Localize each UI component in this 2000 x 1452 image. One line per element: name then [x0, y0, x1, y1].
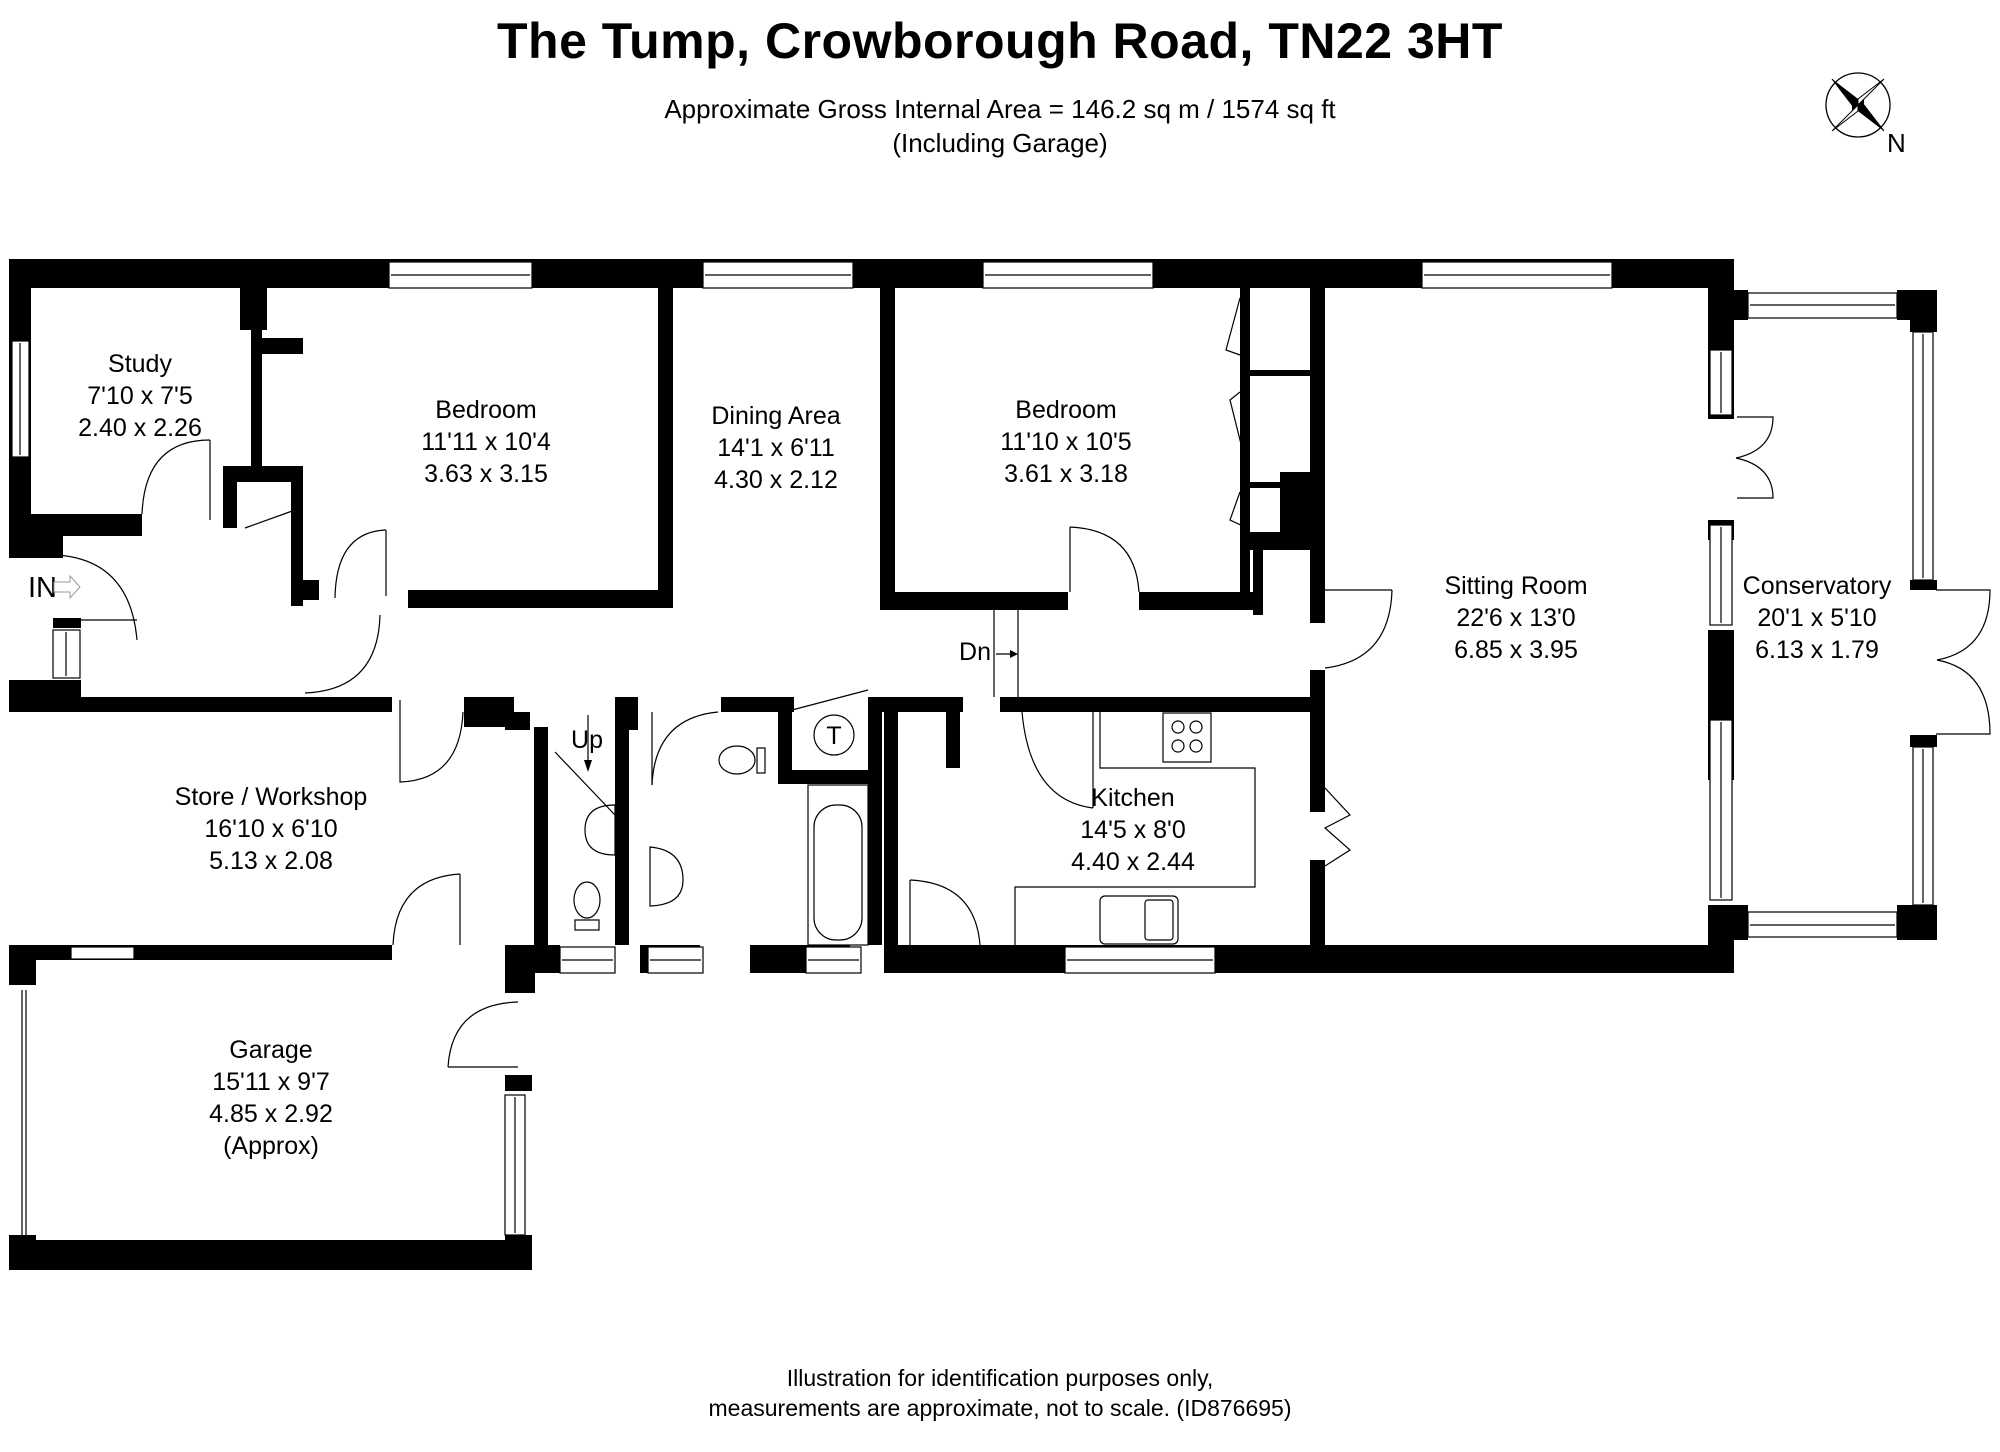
- room-sitting-room: Sitting Room 22'6 x 13'0 6.85 x 3.95: [1444, 572, 1587, 664]
- svg-text:20'1 x 5'10: 20'1 x 5'10: [1757, 604, 1876, 632]
- room-bedroom-1: Bedroom 11'11 x 10'4 3.63 x 3.15: [421, 396, 551, 488]
- svg-text:11'10 x 10'5: 11'10 x 10'5: [1000, 428, 1131, 456]
- svg-text:(Approx): (Approx): [223, 1132, 319, 1160]
- svg-text:Sitting Room: Sitting Room: [1444, 572, 1587, 600]
- hob-icon: [1162, 712, 1212, 763]
- hot-water-tank-icon: [813, 714, 855, 756]
- sink-icon: [1099, 895, 1179, 945]
- toilet-icon: [718, 745, 756, 775]
- area-summary: Approximate Gross Internal Area = 146.2 …: [0, 92, 2000, 160]
- svg-text:14'5 x 8'0: 14'5 x 8'0: [1080, 816, 1185, 844]
- svg-text:Bedroom: Bedroom: [435, 396, 536, 424]
- room-bedroom-2: Bedroom 11'10 x 10'5 3.61 x 3.18: [1000, 396, 1131, 488]
- svg-text:3.61 x 3.18: 3.61 x 3.18: [1004, 460, 1128, 488]
- basin-icon: [584, 804, 616, 856]
- plan-title: The Tump, Crowborough Road, TN22 3HT: [497, 13, 1503, 69]
- basin-icon-2: [649, 846, 684, 907]
- room-study: Study 7'10 x 7'5 2.40 x 2.26: [78, 350, 202, 442]
- windows: [11, 261, 1934, 1236]
- room-garage: Garage 15'11 x 9'7 4.85 x 2.92 (Approx): [209, 1036, 333, 1160]
- room-kitchen: Kitchen 14'5 x 8'0 4.40 x 2.44: [1071, 784, 1195, 876]
- stairs: [554, 610, 1019, 816]
- svg-text:5.13 x 2.08: 5.13 x 2.08: [209, 847, 333, 875]
- arrow-right-icon: [1010, 650, 1018, 658]
- svg-text:11'11 x 10'4: 11'11 x 10'4: [421, 428, 551, 456]
- svg-text:Store / Workshop: Store / Workshop: [175, 783, 368, 811]
- room-conservatory: Conservatory 20'1 x 5'10 6.13 x 1.79: [1743, 572, 1892, 664]
- tank-label: T: [826, 722, 841, 750]
- svg-text:14'1 x 6'11: 14'1 x 6'11: [717, 434, 835, 462]
- disclaimer: Illustration for identification purposes…: [0, 1363, 2000, 1423]
- entrance-label: IN: [28, 572, 57, 604]
- svg-text:Bedroom: Bedroom: [1015, 396, 1116, 424]
- conservatory-walls: [1708, 290, 1937, 940]
- compass-north-label: N: [1887, 128, 1906, 158]
- svg-text:2.40 x 2.26: 2.40 x 2.26: [78, 414, 202, 442]
- svg-text:Study: Study: [108, 350, 172, 378]
- disclaimer-line-1: Illustration for identification purposes…: [786, 1365, 1214, 1391]
- svg-text:3.63 x 3.15: 3.63 x 3.15: [424, 460, 548, 488]
- svg-text:Garage: Garage: [229, 1036, 312, 1064]
- svg-text:7'10 x 7'5: 7'10 x 7'5: [87, 382, 192, 410]
- garage-walls: [9, 960, 532, 1270]
- room-dining-area: Dining Area 14'1 x 6'11 4.30 x 2.12: [711, 402, 840, 494]
- arrow-right-icon: [53, 574, 81, 600]
- svg-text:6.13 x 1.79: 6.13 x 1.79: [1755, 636, 1879, 664]
- area-note: (Including Garage): [892, 128, 1108, 158]
- svg-text:16'10 x 6'10: 16'10 x 6'10: [204, 815, 337, 843]
- svg-text:Kitchen: Kitchen: [1091, 784, 1174, 812]
- walls: [9, 259, 1734, 993]
- svg-text:Conservatory: Conservatory: [1743, 572, 1892, 600]
- gross-internal-area: Approximate Gross Internal Area = 146.2 …: [664, 94, 1336, 124]
- svg-text:4.30 x 2.12: 4.30 x 2.12: [714, 466, 838, 494]
- bath-icon: [807, 784, 869, 946]
- arrow-down-icon: [584, 760, 592, 772]
- svg-text:15'11 x 9'7: 15'11 x 9'7: [212, 1068, 330, 1096]
- svg-text:4.40 x 2.44: 4.40 x 2.44: [1071, 848, 1195, 876]
- disclaimer-line-2: measurements are approximate, not to sca…: [708, 1395, 1292, 1421]
- toilet-icon-2: [573, 881, 601, 919]
- svg-text:Dining Area: Dining Area: [711, 402, 840, 430]
- svg-text:4.85 x 2.92: 4.85 x 2.92: [209, 1100, 333, 1128]
- svg-text:6.85 x 3.95: 6.85 x 3.95: [1454, 636, 1578, 664]
- stairs-up-label: Up: [571, 726, 603, 754]
- kitchen-counter: [1014, 712, 1256, 945]
- room-store-workshop: Store / Workshop 16'10 x 6'10 5.13 x 2.0…: [175, 783, 368, 875]
- compass-rose-icon: [1825, 72, 1891, 138]
- fixtures: T: [573, 712, 1256, 946]
- doors: [56, 297, 1991, 1068]
- svg-text:22'6 x 13'0: 22'6 x 13'0: [1456, 604, 1575, 632]
- stairs-down-label: Dn: [959, 638, 991, 666]
